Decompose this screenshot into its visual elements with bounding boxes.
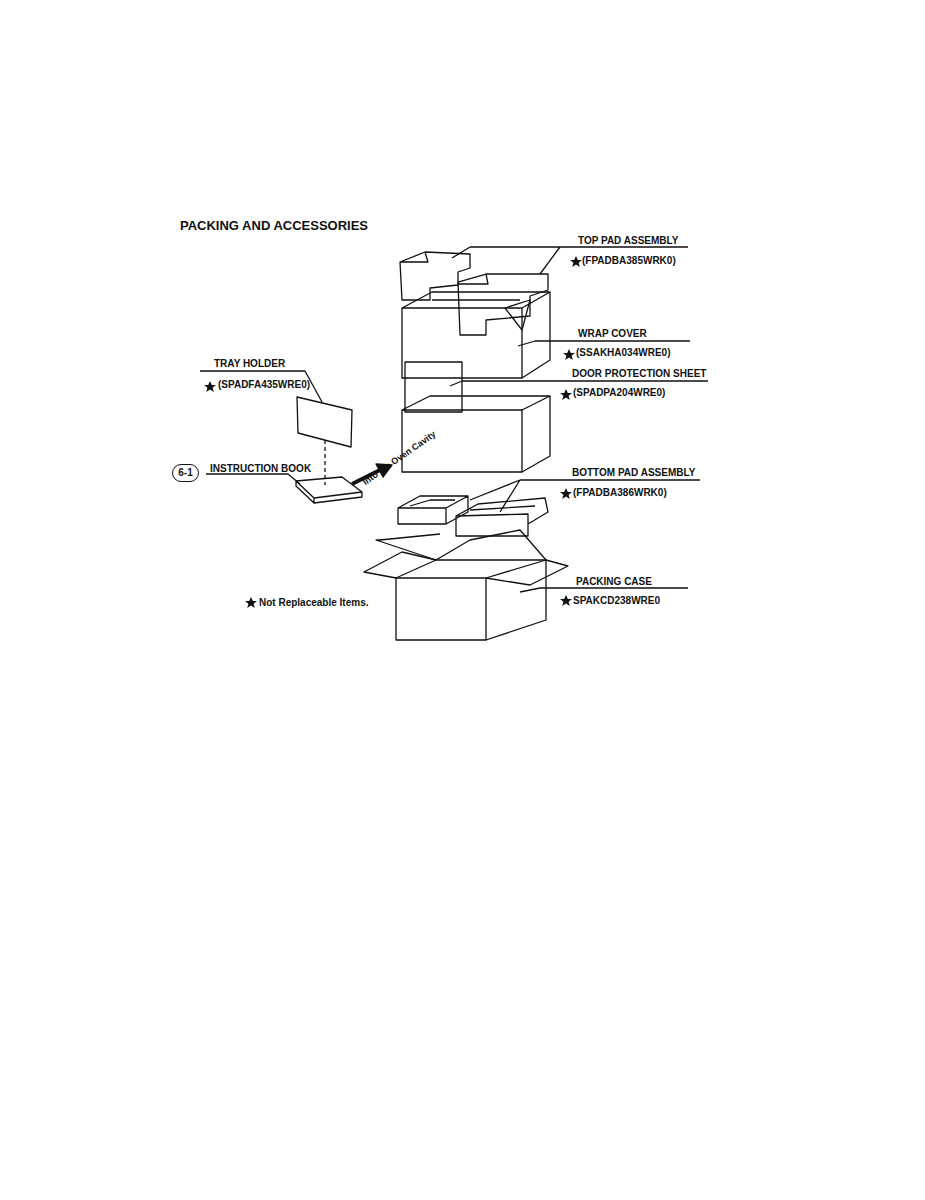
- part-label: TOP PAD ASSEMBLY: [578, 235, 678, 247]
- part-label: Not Replaceable Items.: [259, 597, 368, 609]
- part-label: (SSAKHA034WRE0): [576, 347, 670, 359]
- part-label: (FPADBA386WRK0): [573, 487, 667, 499]
- part-label: WRAP COVER: [578, 328, 647, 340]
- part-label: (SPADFA435WRE0): [218, 379, 310, 391]
- part-label: SPAKCD238WRE0: [573, 595, 660, 607]
- star-symbol: [204, 256, 582, 608]
- part-label: (FPADBA385WRK0): [582, 255, 676, 267]
- part-label: (SPADPA204WRE0): [573, 387, 665, 399]
- part-label: TRAY HOLDER: [214, 358, 285, 370]
- part-label: PACKING CASE: [576, 576, 652, 588]
- direction-note: Into the Oven Cavity: [360, 428, 438, 488]
- callout-oval: 6-1: [172, 464, 199, 482]
- part-label: BOTTOM PAD ASSEMBLY: [572, 467, 695, 479]
- diagram-title: PACKING AND ACCESSORIES: [180, 218, 368, 233]
- part-label: INSTRUCTION BOOK: [210, 463, 311, 475]
- callout-number: 6-1: [173, 467, 198, 479]
- part-label: DOOR PROTECTION SHEET: [572, 368, 706, 380]
